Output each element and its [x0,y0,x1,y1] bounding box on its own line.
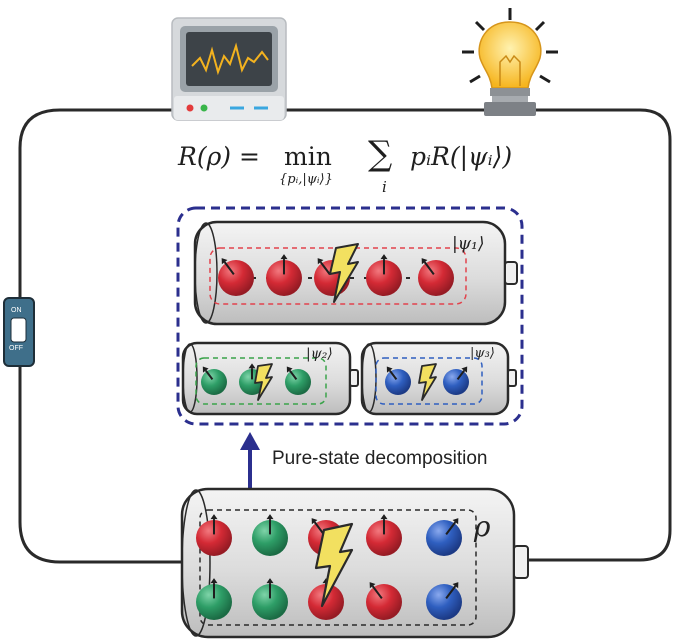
formula-sum: ∑ [368,134,393,174]
spin-particle [252,578,288,620]
circuit-wire [18,108,672,564]
formula: R(ρ) = min {pᵢ,|ψᵢ⟩} ∑ i pᵢR(|ψᵢ⟩) [178,134,538,198]
spin-particle [385,366,411,395]
decomposition-frame [176,206,524,426]
lightning-icon [329,243,359,303]
spin-particle [266,254,302,296]
spin-particle [366,514,402,556]
spin-particle [196,578,232,620]
spin-particle [426,582,462,620]
spin-particle [426,518,462,556]
spin-particle [201,366,227,395]
ket-psi2: |ψ₂⟩ [306,346,333,362]
lightning-icon [254,363,273,401]
formula-lhs: R(ρ) = [178,142,260,171]
formula-rhs: pᵢR(|ψᵢ⟩) [410,142,513,171]
decomposition-arrow [240,432,260,492]
switch-on-label: ON [11,307,22,314]
spin-particle [285,366,311,395]
spin-particle [252,514,288,556]
spin-particle [366,582,402,620]
ket-psi1: |ψ₁⟩ [452,234,485,254]
formula-min-sub: {pᵢ,|ψᵢ⟩} [279,172,333,187]
spin-particle [196,514,232,556]
ket-rho: ρ [474,510,491,543]
spin-particle [418,258,454,296]
oscilloscope-icon [171,17,287,121]
lightning-icon [418,363,437,401]
light-bulb-icon [462,8,558,116]
decomposition-caption: Pure-state decomposition [272,448,488,469]
ket-psi3: |ψ₃⟩ [470,346,495,361]
spin-particle [366,254,402,296]
spin-particle [218,258,254,296]
switch-off-label: OFF [9,345,23,352]
formula-min: min [284,142,332,171]
switch [3,297,35,367]
lightning-icon [314,522,354,608]
spin-particle [443,366,469,395]
formula-sum-sub: i [382,178,387,196]
